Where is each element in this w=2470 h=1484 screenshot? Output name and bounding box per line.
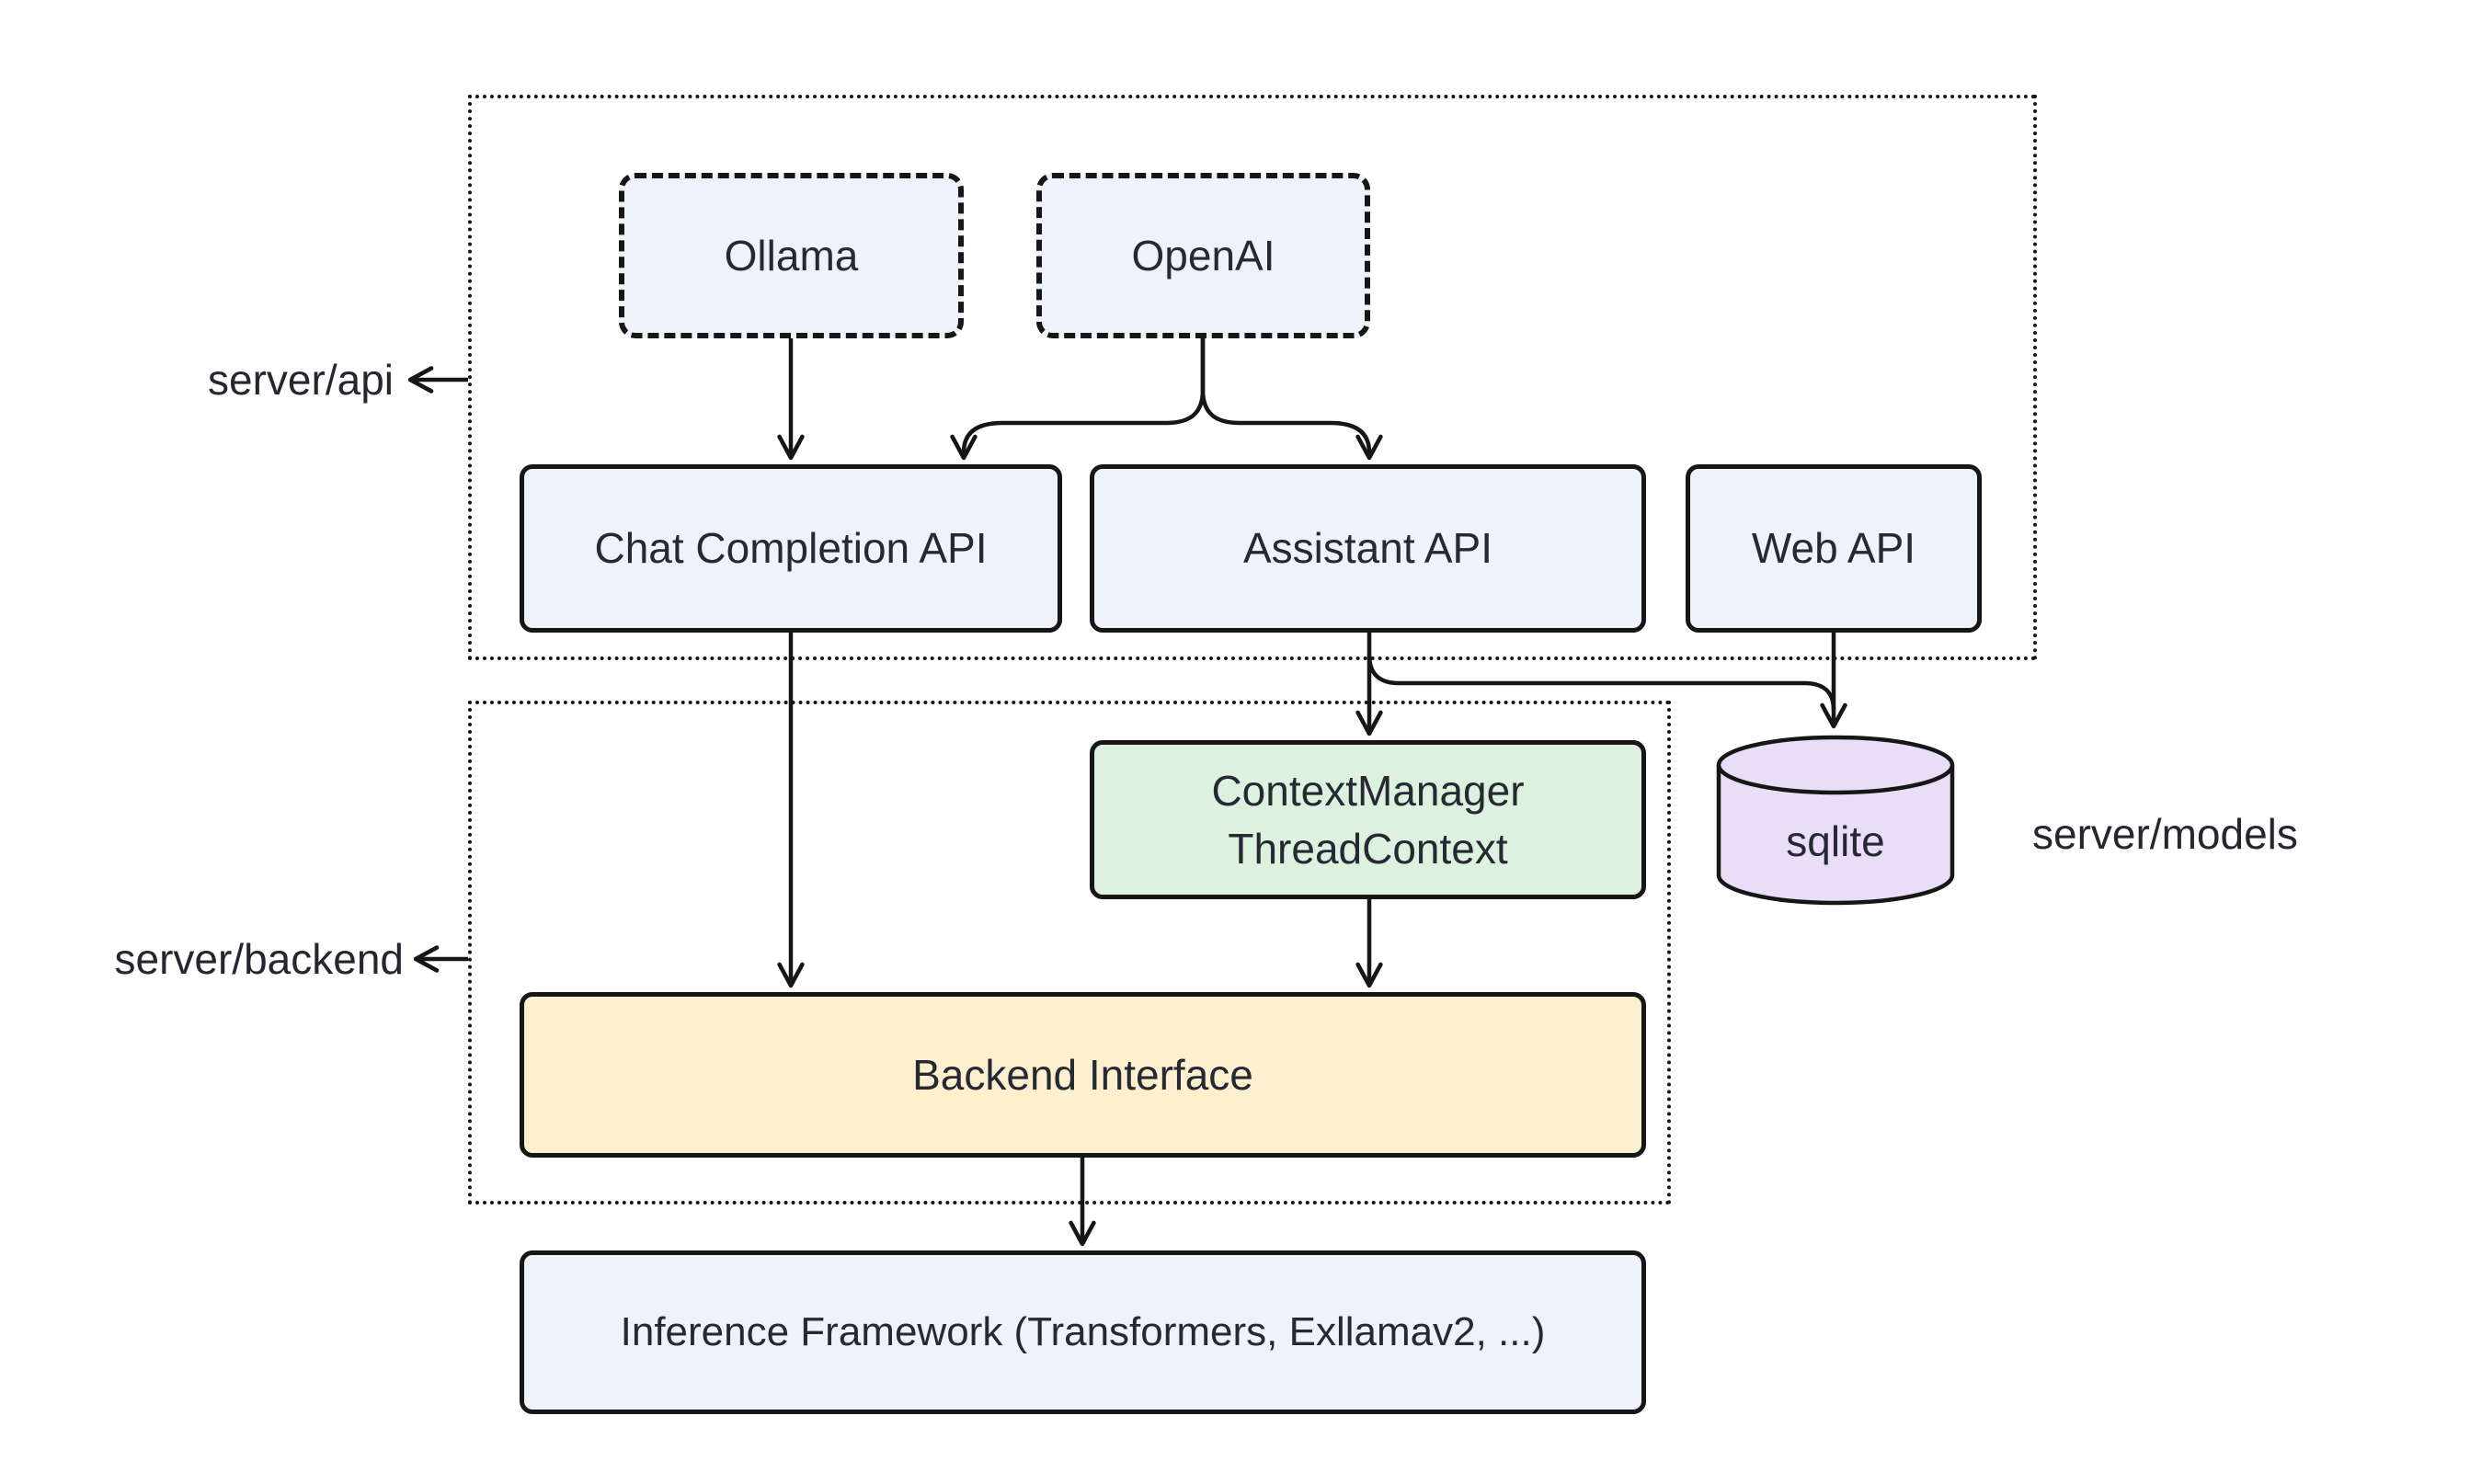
sqlite-label: sqlite [1786,817,1885,865]
label-server-backend: server/backend [114,935,405,983]
node-inference-framework: Inference Framework (Transformers, Exlla… [520,1250,1646,1414]
node-context-manager-line1: ContextManager [1211,767,1525,816]
node-assistant-api: Assistant API [1090,464,1646,633]
node-backend-interface-label: Backend Interface [912,1050,1253,1099]
node-context-manager-line2: ThreadContext [1228,824,1508,873]
node-backend-interface: Backend Interface [520,992,1646,1158]
node-ollama-label: Ollama [724,231,859,280]
server-api-region [468,95,2037,660]
edge-openai-to-assistant [1200,338,1383,461]
node-openai: OpenAI [1036,173,1370,338]
label-server-api: server/api [208,356,394,404]
server-backend-region [468,701,1671,1204]
node-context-manager: ContextManager ThreadContext [1090,740,1646,899]
node-chat-completion-api: Chat Completion API [520,464,1062,633]
label-server-models: server/models [2032,810,2298,858]
node-web-api: Web API [1686,464,1982,633]
node-assistant-api-label: Assistant API [1242,524,1492,573]
edge-openai-to-chat [950,338,1206,461]
node-openai-label: OpenAI [1131,231,1275,280]
edge-assistant-to-sqlite [1367,654,1836,711]
node-inference-framework-label: Inference Framework (Transformers, Exlla… [620,1309,1546,1355]
node-web-api-label: Web API [1751,524,1916,573]
node-ollama: Ollama [619,173,964,338]
node-chat-completion-api-label: Chat Completion API [594,524,988,573]
sqlite-cylinder [1716,735,1955,906]
